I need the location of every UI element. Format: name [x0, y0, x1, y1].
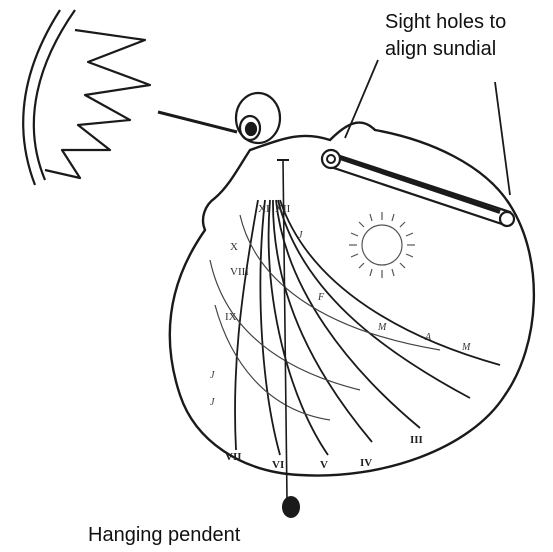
hour-mark: VI	[272, 459, 284, 471]
side-mark: XI	[258, 203, 270, 215]
month-mark: M	[377, 322, 387, 333]
sight-holes-label-line2: align sundial	[385, 37, 496, 61]
front-sight-hole	[236, 93, 280, 143]
side-mark: VIII	[230, 266, 249, 278]
month-mark: A	[424, 332, 432, 343]
sun-corner-icon	[23, 10, 150, 185]
side-mark: IX	[225, 311, 237, 323]
month-mark: J	[298, 230, 303, 241]
month-mark: M	[461, 342, 471, 353]
month-mark: J	[210, 370, 215, 381]
side-mark: XII	[275, 203, 291, 215]
hour-mark: III	[410, 434, 423, 446]
hour-mark: IV	[360, 457, 372, 469]
hour-mark: V	[320, 459, 328, 471]
month-mark: J	[210, 397, 215, 408]
hanging-pendent-label: Hanging pendent	[88, 523, 240, 547]
sight-holes-label-line1: Sight holes to	[385, 10, 506, 34]
sun-ray-line	[158, 112, 237, 132]
month-mark: F	[317, 292, 325, 303]
hour-mark: VII	[225, 451, 242, 463]
side-mark: X	[230, 241, 238, 253]
